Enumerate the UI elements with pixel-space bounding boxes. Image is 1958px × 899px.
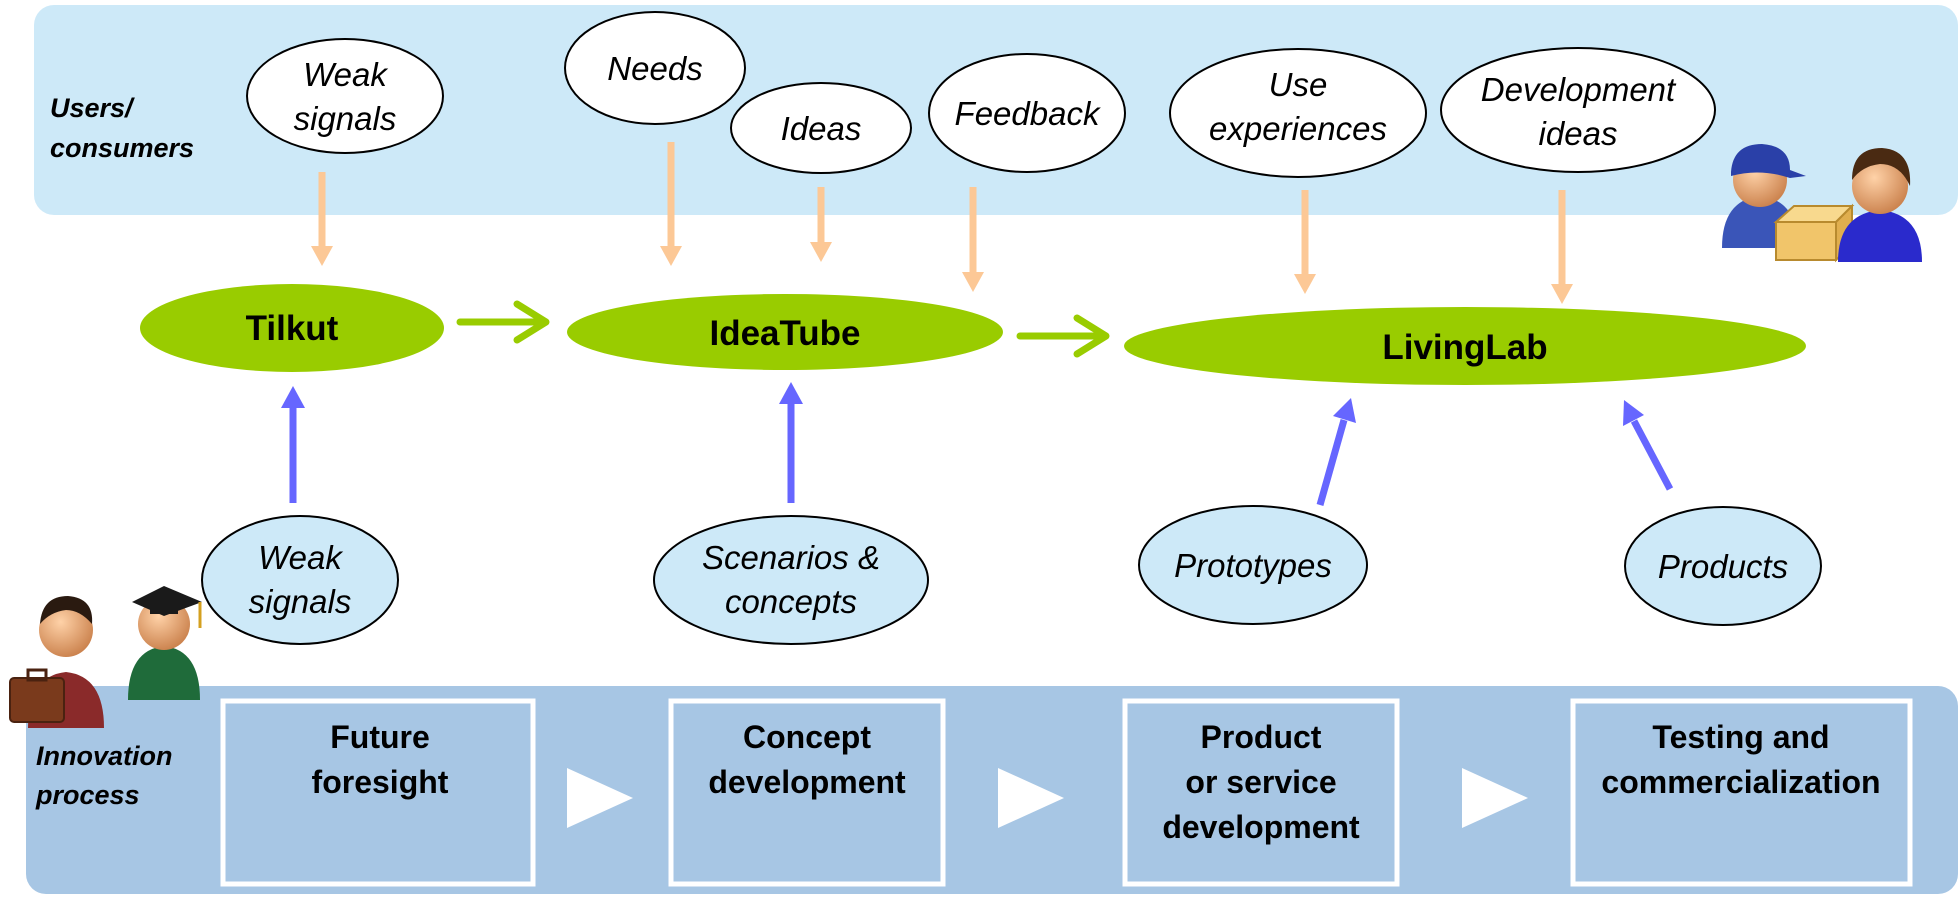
tool-livinglab: LivingLab <box>1124 307 1806 385</box>
bubble-prototypes: Prototypes <box>1138 505 1368 625</box>
bubble-use-experiences: Use experiences <box>1169 48 1427 178</box>
svg-text:Product: Product <box>1201 719 1322 755</box>
stage-product-service-development: Product or service development <box>1122 698 1400 887</box>
stage-chevron-3 <box>1462 768 1528 828</box>
svg-text:Ideas: Ideas <box>781 110 862 147</box>
svg-text:Weak: Weak <box>258 539 343 576</box>
users-consumers-icon <box>1722 144 1922 263</box>
svg-text:Scenarios &: Scenarios & <box>702 539 880 576</box>
flow-arrow-1 <box>456 300 550 344</box>
svg-text:development: development <box>708 764 906 800</box>
stage-concept-development: Concept development <box>668 698 946 887</box>
svg-text:Needs: Needs <box>607 50 702 87</box>
innovation-band-label: Innovation <box>36 741 173 771</box>
user-arrow-use-experiences <box>1294 190 1316 294</box>
svg-text:Concept: Concept <box>743 719 871 755</box>
process-arrow-prototypes <box>1316 398 1356 506</box>
user-arrows <box>311 142 1573 304</box>
bubble-weak-signals-process: Weak signals <box>201 515 399 645</box>
stage-chevron-2 <box>998 768 1064 828</box>
innovation-band-label-2: process <box>35 780 140 810</box>
stage-future-foresight: Future foresight <box>220 698 536 887</box>
user-arrow-ideas <box>810 187 832 262</box>
process-arrow-weak-signals <box>281 386 305 503</box>
stage-chevron-1 <box>567 768 633 828</box>
tool-ideatube: IdeaTube <box>567 294 1003 370</box>
svg-text:ideas: ideas <box>1539 115 1618 152</box>
svg-text:Tilkut: Tilkut <box>246 309 339 348</box>
innovators-icon <box>9 586 202 728</box>
svg-text:signals: signals <box>249 583 352 620</box>
svg-text:LivingLab: LivingLab <box>1382 328 1547 367</box>
process-arrow-scenarios <box>779 382 803 503</box>
svg-text:experiences: experiences <box>1209 110 1387 147</box>
svg-text:signals: signals <box>294 100 397 137</box>
process-arrows <box>281 382 1674 506</box>
svg-text:development: development <box>1162 809 1360 845</box>
bubble-development-ideas: Development ideas <box>1440 47 1716 173</box>
process-arrow-products <box>1623 400 1674 491</box>
svg-text:Testing and: Testing and <box>1652 719 1829 755</box>
svg-text:Future: Future <box>330 719 430 755</box>
bubble-scenarios-concepts: Scenarios & concepts <box>653 515 929 645</box>
user-arrow-weak-signals <box>311 172 333 266</box>
svg-text:commercialization: commercialization <box>1601 764 1880 800</box>
svg-text:Use: Use <box>1269 66 1328 103</box>
bubble-feedback: Feedback <box>928 53 1126 173</box>
svg-text:foresight: foresight <box>312 764 449 800</box>
user-arrow-needs <box>660 142 682 266</box>
stage-testing-commercialization: Testing and commercialization <box>1570 698 1913 887</box>
svg-text:Weak: Weak <box>303 56 388 93</box>
tool-tilkut: Tilkut <box>140 284 444 372</box>
svg-text:Prototypes: Prototypes <box>1174 547 1332 584</box>
bubble-needs: Needs <box>564 11 746 125</box>
svg-text:IdeaTube: IdeaTube <box>709 314 860 353</box>
svg-text:concepts: concepts <box>725 583 857 620</box>
user-arrow-feedback <box>962 187 984 292</box>
users-band-label: Users/ <box>50 93 135 123</box>
bubble-weak-signals-user: Weak signals <box>246 38 444 154</box>
user-arrow-development-ideas <box>1551 190 1573 304</box>
bubble-products: Products <box>1624 506 1822 626</box>
flow-arrow-2 <box>1016 314 1110 358</box>
svg-text:Feedback: Feedback <box>955 95 1101 132</box>
svg-text:Products: Products <box>1658 548 1788 585</box>
svg-text:or service: or service <box>1185 764 1336 800</box>
users-band-label-2: consumers <box>50 133 194 163</box>
bubble-ideas: Ideas <box>730 82 912 174</box>
svg-text:Development: Development <box>1481 71 1677 108</box>
